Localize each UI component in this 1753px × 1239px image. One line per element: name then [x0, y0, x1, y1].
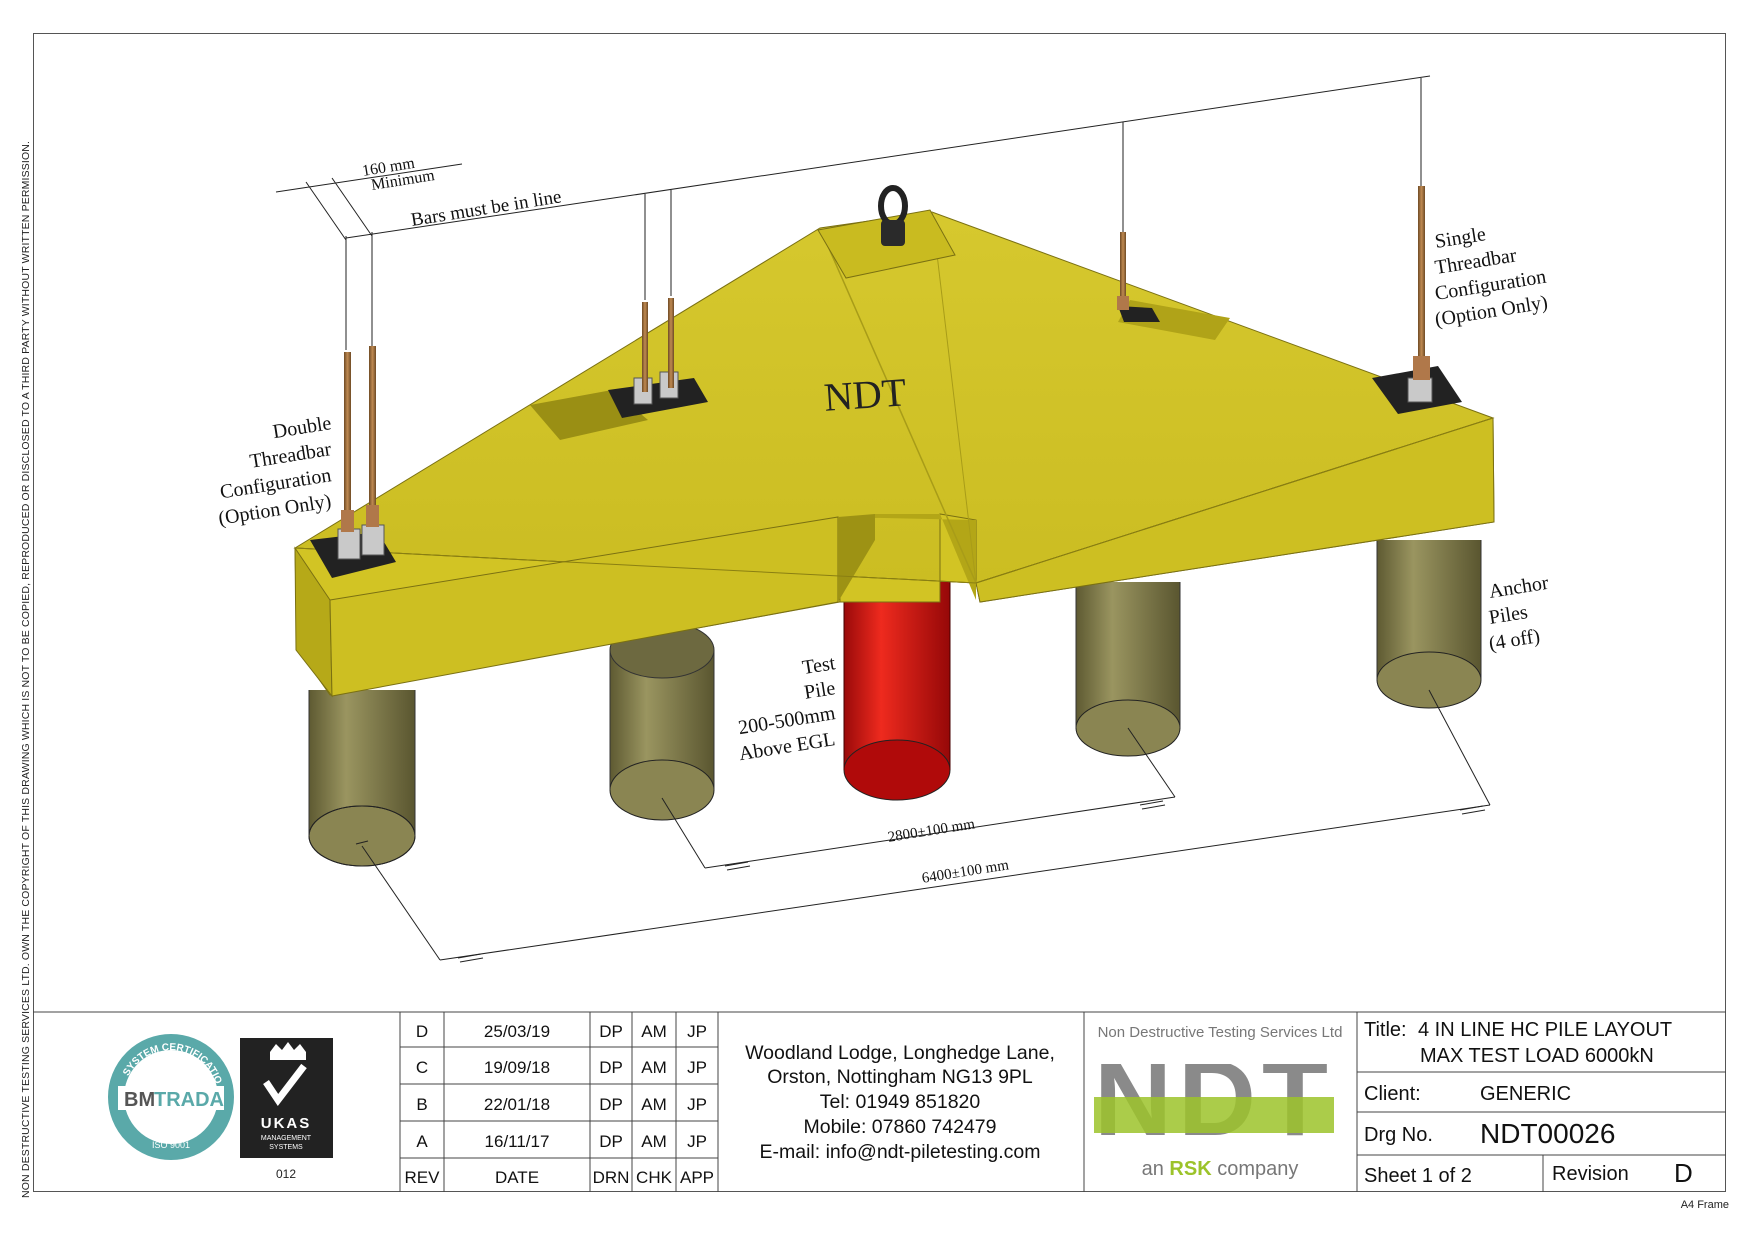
drn-a: DP	[599, 1132, 623, 1151]
test-pile-line2: Pile	[803, 677, 837, 704]
app-a: JP	[687, 1132, 707, 1151]
address-line2: Orston, Nottingham NG13 9PL	[767, 1066, 1033, 1088]
drg-label: Drg No.	[1364, 1124, 1433, 1146]
anchor-piles-line2: Piles	[1487, 601, 1529, 629]
title-line1: 4 IN LINE HC PILE LAYOUT	[1418, 1019, 1672, 1041]
company-name: Non Destructive Testing Services Ltd	[1098, 1024, 1343, 1041]
header-app: APP	[680, 1168, 714, 1187]
title-info: Title: 4 IN LINE HC PILE LAYOUT MAX TEST…	[1364, 1019, 1693, 1188]
app-d: JP	[687, 1022, 707, 1041]
anchor-piles-line3: (4 off)	[1487, 625, 1541, 655]
revision-label: Revision	[1552, 1163, 1629, 1185]
title-block	[33, 1011, 1726, 1192]
client-label: Client:	[1364, 1083, 1421, 1105]
date-d: 25/03/19	[484, 1022, 550, 1041]
ndt-company-logo: Non Destructive Testing Services Ltd NDT…	[1094, 1024, 1342, 1180]
dimension-lines	[275, 75, 1491, 963]
bm-name-a: BM	[124, 1089, 155, 1111]
anchor-piles-line1: Anchor	[1487, 572, 1550, 603]
double-threadbar-left	[310, 346, 396, 578]
address-mobile: Mobile: 07860 742479	[804, 1116, 997, 1138]
double-config-label: Double Threadbar Configuration (Option O…	[217, 412, 333, 530]
rev-d: D	[416, 1022, 428, 1041]
address-tel: Tel: 01949 851820	[820, 1091, 981, 1113]
reaction-beam	[293, 209, 1495, 698]
header-date: DATE	[495, 1168, 539, 1187]
svg-text:SYSTEM CERTIFICATION: SYSTEM CERTIFICATION	[0, 0, 224, 1086]
drn-d: DP	[599, 1022, 623, 1041]
anchor-pile-2	[609, 621, 715, 821]
test-pile-label: Test Pile 200-500mm Above EGL	[737, 652, 837, 765]
bm-iso: ISO 9001	[152, 1140, 190, 1150]
chk-d: AM	[641, 1022, 667, 1041]
date-c: 19/09/18	[484, 1058, 550, 1077]
header-rev: REV	[405, 1168, 441, 1187]
company-address: Woodland Lodge, Longhedge Lane, Orston, …	[745, 1042, 1055, 1163]
beam-label: NDT	[822, 369, 907, 420]
single-config-line1: Single	[1433, 223, 1487, 253]
title-label: Title:	[1364, 1019, 1407, 1041]
anchor-piles-label: Anchor Piles (4 off)	[1487, 572, 1550, 655]
client-value: GENERIC	[1480, 1083, 1571, 1105]
anchor-pile-3	[1075, 582, 1181, 757]
header-chk: CHK	[636, 1168, 673, 1187]
revision-value: D	[1674, 1158, 1693, 1188]
drn-c: DP	[599, 1058, 623, 1077]
bm-ring-text: SYSTEM CERTIFICATION	[0, 0, 224, 1086]
address-line1: Woodland Lodge, Longhedge Lane,	[745, 1042, 1055, 1064]
ukas-crown-check-logo: UKAS MANAGEMENT SYSTEMS	[240, 1038, 333, 1158]
rev-c: C	[416, 1058, 428, 1077]
inner-dim-label: 2800±100 mm	[887, 816, 977, 846]
drg-value: NDT00026	[1480, 1118, 1615, 1149]
app-b: JP	[687, 1095, 707, 1114]
rev-b: B	[416, 1095, 427, 1114]
rev-a: A	[416, 1132, 428, 1151]
ukas-sub2: SYSTEMS	[269, 1144, 303, 1151]
test-pile-line1: Test	[801, 652, 838, 679]
single-threadbar-mid	[1117, 232, 1160, 322]
date-b: 22/01/18	[484, 1095, 550, 1114]
drn-b: DP	[599, 1095, 623, 1114]
header-drn: DRN	[593, 1168, 630, 1187]
anchor-pile-4	[1376, 540, 1482, 709]
lifting-eye	[878, 185, 908, 246]
frame-size-label: A4 Frame	[1680, 1199, 1729, 1211]
ukas-number: 012	[276, 1167, 296, 1181]
ukas-name: UKAS	[261, 1115, 312, 1132]
bm-trada-logo: SYSTEM CERTIFICATION BM TRADA ISO 9001	[0, 0, 234, 1160]
chk-b: AM	[641, 1095, 667, 1114]
tagline-b: RSK	[1169, 1158, 1212, 1180]
date-a: 16/11/17	[485, 1132, 550, 1151]
single-config-label: Single Threadbar Configuration (Option O…	[1433, 223, 1549, 331]
app-c: JP	[687, 1058, 707, 1077]
double-threadbar-mid	[608, 298, 708, 418]
chk-a: AM	[641, 1132, 667, 1151]
anchor-pile-1	[308, 690, 416, 867]
revision-table: D 25/03/19 DP AM JP C 19/09/18 DP AM JP …	[405, 1022, 715, 1187]
single-threadbar-right	[1372, 186, 1462, 414]
tagline-a: an	[1142, 1158, 1170, 1180]
tagline-c: company	[1212, 1158, 1299, 1180]
title-line2: MAX TEST LOAD 6000kN	[1420, 1045, 1654, 1067]
ukas-sub1: MANAGEMENT	[261, 1135, 312, 1142]
address-email: E-mail: info@ndt-piletesting.com	[760, 1141, 1041, 1163]
drawing-frame	[33, 33, 1726, 1192]
svg-text:an RSK company: an RSK company	[1142, 1158, 1299, 1180]
chk-c: AM	[641, 1058, 667, 1077]
bars-in-line-label: Bars must be in line	[409, 186, 562, 231]
sheet-label: Sheet 1 of 2	[1364, 1165, 1472, 1187]
bm-name-b: TRADA	[154, 1089, 224, 1111]
